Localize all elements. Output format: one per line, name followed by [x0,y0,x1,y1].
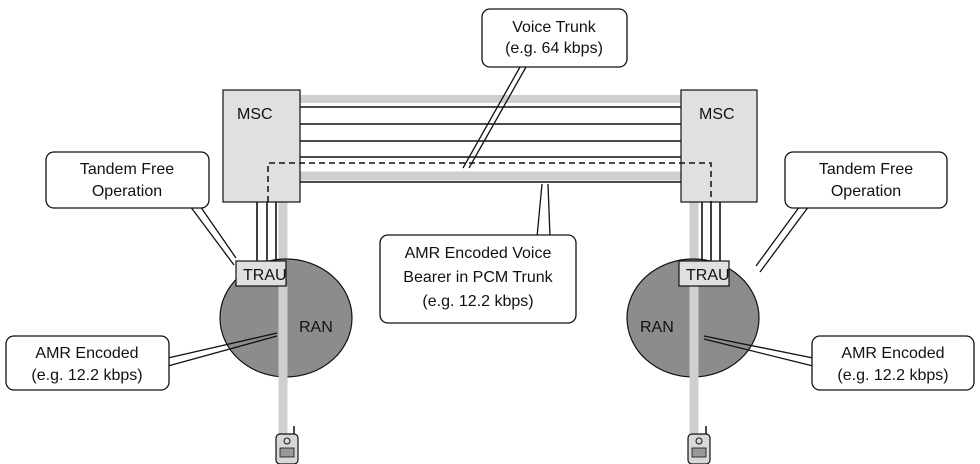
trau-right: TRAU [678,260,730,287]
bearer-drop-lines [278,286,699,434]
callout-tfo-left: Tandem Free Operation [45,151,237,266]
amr-right-line-2: (e.g. 12.2 kbps) [837,367,948,384]
ran-right-label: RAN [640,319,674,336]
msc-trau-links [256,202,721,261]
amr-bearer-line-2: Bearer in PCM Trunk [403,269,553,286]
msc-left-label: MSC [237,106,273,123]
msc-right: MSC [680,89,758,203]
msc-left: MSC [222,89,301,203]
msc-right-label: MSC [699,106,735,123]
trau-right-label: TRAU [686,267,730,284]
mobile-handset-left-icon [275,426,299,464]
trau-left-label: TRAU [243,267,287,284]
pcm-trunk-dashed-outline [267,162,712,202]
amr-left-line-2: (e.g. 12.2 kbps) [31,367,142,384]
callout-voice-trunk: Voice Trunk (e.g. 64 kbps) [462,8,628,169]
voice-trunk-lines [300,106,681,183]
amr-bearer-line-3: (e.g. 12.2 kbps) [422,293,533,310]
callout-amr-left: AMR Encoded (e.g. 12.2 kbps) [5,332,278,391]
amr-right-line-1: AMR Encoded [841,345,944,362]
mobile-handset-right-icon [687,426,711,464]
voice-trunk-line-2: (e.g. 64 kbps) [505,40,603,57]
tfo-right-line-1: Tandem Free [819,161,913,178]
trau-left: TRAU [235,260,287,287]
tfo-left-line-2: Operation [92,183,162,200]
amr-bearer-line-1: AMR Encoded Voice [405,245,552,262]
voice-trunk-line-1: Voice Trunk [512,19,597,36]
callout-amr-bearer: AMR Encoded Voice Bearer in PCM Trunk (e… [379,183,577,324]
ran-left-label: RAN [299,319,333,336]
callout-amr-right: AMR Encoded (e.g. 12.2 kbps) [703,335,975,391]
amr-left-line-1: AMR Encoded [35,345,138,362]
tfo-left-line-1: Tandem Free [80,161,174,178]
tfo-right-line-2: Operation [831,183,901,200]
callout-tfo-right: Tandem Free Operation [755,151,948,273]
